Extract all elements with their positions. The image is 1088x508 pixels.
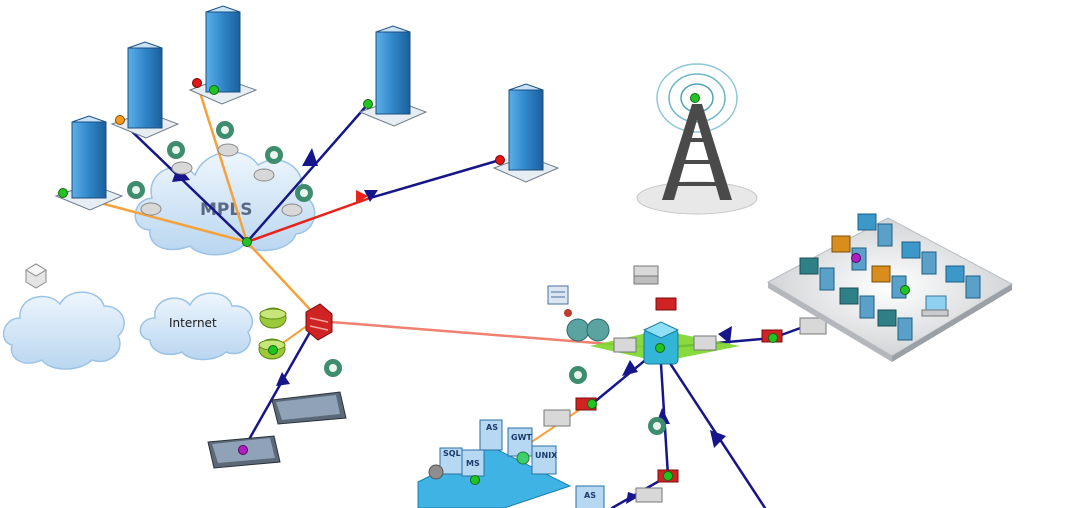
app-label-gwt: GWT [511, 433, 532, 442]
shield-icon [167, 141, 185, 159]
shield-icon [216, 121, 234, 139]
status-info-icon [238, 445, 248, 455]
router-icon[interactable] [566, 318, 610, 342]
workstation-icon[interactable] [799, 257, 835, 291]
status-ok-icon [900, 285, 910, 295]
shield-icon [265, 146, 283, 164]
status-ok-icon [768, 333, 778, 343]
router-icon[interactable] [140, 202, 162, 216]
app-label-sql: SQL [443, 449, 461, 458]
office-building-icon[interactable] [492, 83, 560, 183]
application-servers-icon[interactable]: SQL MS AS GWT UNIX [417, 419, 572, 508]
internet-label: Internet [169, 316, 217, 330]
status-warn-icon [115, 115, 125, 125]
firewall-icon[interactable] [655, 297, 677, 311]
red-arrow-icon [356, 190, 368, 204]
storage-device-icon[interactable] [25, 263, 47, 289]
status-alert-icon [192, 78, 202, 88]
radio-tower-icon[interactable] [636, 63, 758, 215]
office-building-icon[interactable] [110, 41, 180, 139]
shield-icon [127, 181, 145, 199]
workstation-icon[interactable] [839, 287, 875, 319]
router-icon[interactable] [217, 143, 239, 157]
status-ok-icon [242, 237, 252, 247]
shield-icon [648, 417, 666, 435]
status-ok-icon [268, 345, 278, 355]
router-icon[interactable] [693, 335, 717, 351]
router-icon[interactable] [281, 203, 303, 217]
app-label-unix: UNIX [535, 451, 558, 460]
monitor-icon[interactable] [547, 285, 572, 317]
router-icon[interactable] [613, 337, 637, 353]
office-building-icon[interactable] [54, 115, 124, 211]
status-ok-icon [58, 188, 68, 198]
status-alert-icon [495, 155, 505, 165]
workstation-icon[interactable] [877, 309, 913, 341]
laptop-icon[interactable] [271, 391, 347, 425]
workstation-icon[interactable] [945, 265, 981, 299]
application-servers-icon[interactable]: AS [575, 485, 605, 508]
status-ok-icon [587, 399, 597, 409]
router-icon[interactable] [171, 161, 193, 175]
workstation-icon[interactable] [857, 213, 893, 247]
workstations [799, 213, 981, 341]
status-ok-icon [470, 475, 480, 485]
app-label-as: AS [486, 423, 498, 432]
server-rack-icon[interactable] [635, 487, 663, 503]
core-switch-icon[interactable] [590, 321, 740, 365]
shield-icon [324, 359, 342, 377]
status-ok-icon [690, 93, 700, 103]
shield-icon [295, 184, 313, 202]
internet-cloud-icon[interactable]: Internet [139, 292, 253, 361]
app2-label-as: AS [584, 491, 596, 500]
cloud-icon[interactable] [2, 291, 125, 370]
status-indicators [58, 78, 910, 485]
status-info-icon [851, 253, 861, 263]
shield-icon [569, 366, 587, 384]
status-ok-icon [655, 343, 665, 353]
office-building-icon[interactable] [188, 5, 258, 105]
workstation-icon[interactable] [871, 265, 907, 299]
router-icon[interactable] [259, 307, 287, 329]
server-rack-icon[interactable] [543, 409, 571, 427]
status-ok-icon [363, 99, 373, 109]
server-rack-icon[interactable] [799, 317, 827, 335]
office-building-icon[interactable] [358, 25, 428, 127]
app-label-ms: MS [466, 459, 480, 468]
workstation-icon[interactable] [901, 241, 937, 275]
server-rack-icon[interactable] [633, 265, 659, 285]
router-icon[interactable] [253, 168, 275, 182]
mpls-cloud-icon[interactable]: MPLS [134, 151, 316, 256]
firewall-icon[interactable] [305, 303, 333, 341]
status-ok-icon [209, 85, 219, 95]
laptop-icon[interactable] [921, 295, 949, 317]
office-floor-icon[interactable] [766, 217, 1014, 362]
status-ok-icon [663, 471, 673, 481]
